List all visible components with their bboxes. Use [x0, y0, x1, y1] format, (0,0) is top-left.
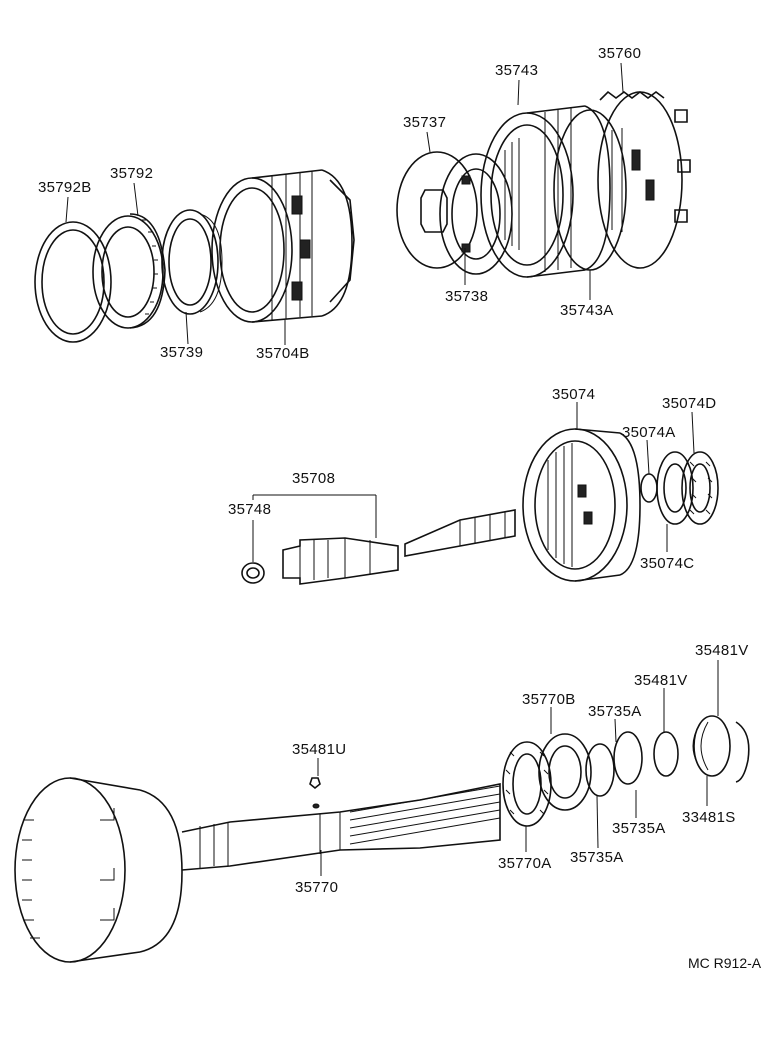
shaft-35708	[282, 509, 516, 585]
label-35792B: 35792B	[38, 179, 92, 196]
label-35737: 35737	[403, 114, 446, 131]
ring-35735A-2	[613, 731, 643, 785]
label-35074C: 35074C	[640, 555, 694, 572]
ball-35481U	[309, 777, 321, 790]
label-35770B: 35770B	[522, 691, 576, 708]
ring-35739	[161, 209, 223, 315]
snap-ring-35792B	[34, 221, 112, 343]
snap-ring-35074A	[640, 473, 658, 503]
thrust-bearing-35770A	[502, 741, 552, 827]
label-35481U: 35481U	[292, 741, 346, 758]
ring-35743A	[553, 109, 627, 271]
planetary-carrier-35704B	[211, 169, 355, 323]
clutch-drum-35743	[480, 105, 611, 278]
label-35738: 35738	[445, 288, 488, 305]
label-35074: 35074	[552, 386, 595, 403]
diagram-reference: MC R912-A	[688, 955, 762, 971]
label-35735A-right: 35735A	[612, 820, 666, 837]
label-35770: 35770	[295, 879, 338, 896]
race-35770B	[538, 733, 592, 811]
label-35743A: 35743A	[560, 302, 614, 319]
label-35735A-top: 35735A	[588, 703, 642, 720]
gear-plate-35760	[597, 90, 691, 269]
label-35748: 35748	[228, 501, 271, 518]
label-35739: 35739	[160, 344, 203, 361]
drum-35074	[522, 428, 641, 582]
label-35074A: 35074A	[622, 424, 676, 441]
label-35792: 35792	[110, 165, 153, 182]
washer-35748	[241, 562, 265, 584]
label-35770A: 35770A	[498, 855, 552, 872]
snap-ring-33481S	[735, 721, 750, 783]
label-35708: 35708	[292, 470, 335, 487]
race-35074C	[656, 451, 694, 525]
label-35074D: 35074D	[662, 395, 716, 412]
label-35743: 35743	[495, 62, 538, 79]
label-35481V-mid: 35481V	[634, 672, 688, 689]
drum-shaft-35770	[14, 777, 501, 963]
part-number-labels: 35792B 35792 35739 35704B 35737 35743 35…	[38, 45, 762, 971]
label-35704B: 35704B	[256, 345, 310, 362]
sleeve-35481V-2	[692, 715, 731, 777]
label-35760: 35760	[598, 45, 641, 62]
label-35481V-top: 35481V	[695, 642, 749, 659]
ring-35738	[439, 153, 513, 275]
label-35735A-bottom: 35735A	[570, 849, 624, 866]
ring-35481V-1	[653, 731, 679, 777]
thrust-bearing-35074D	[681, 451, 719, 525]
ring-35735A-1	[585, 743, 615, 797]
thrust-plate-35737	[396, 151, 478, 269]
label-33481S: 33481S	[682, 809, 736, 826]
leader-lines	[65, 62, 719, 876]
